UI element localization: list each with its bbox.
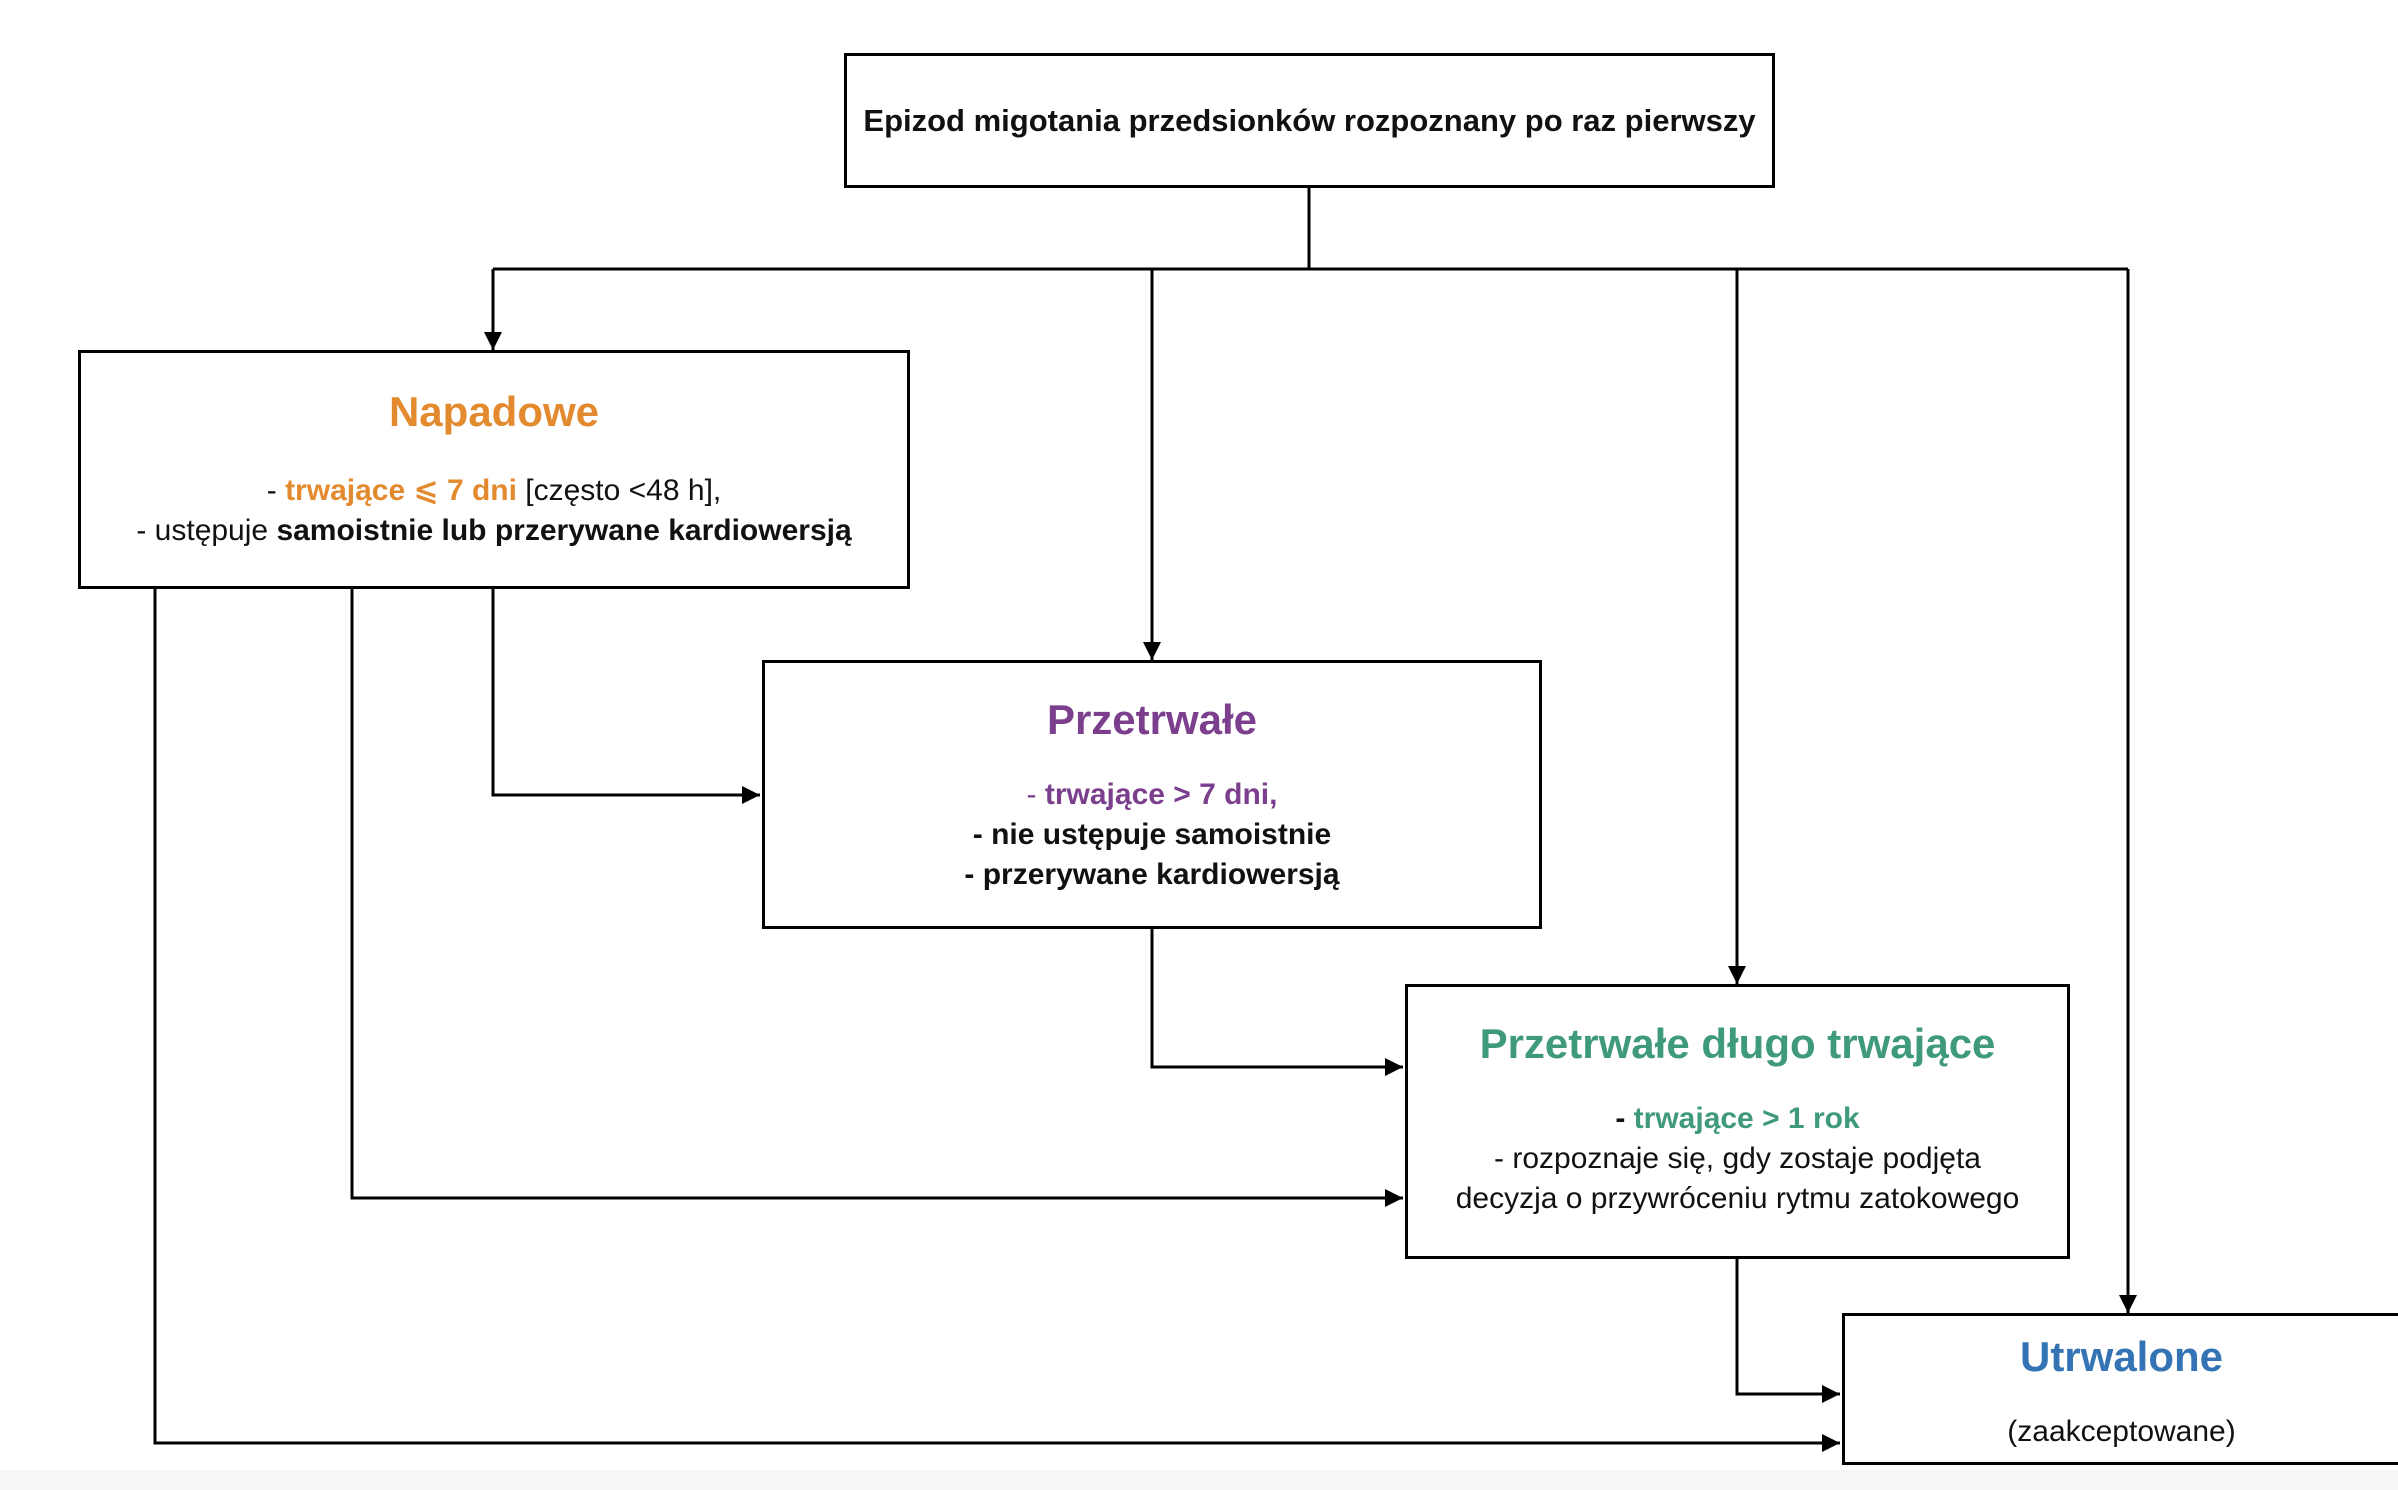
arrow-dlugo-to-utrwalone bbox=[1735, 1258, 1840, 1403]
utrwalone-subtitle: (zaakceptowane) bbox=[2007, 1415, 2236, 1448]
przetrwale-node: Przetrwałe - trwające > 7 dni, - nie ust… bbox=[762, 660, 1542, 929]
dlugo-line-2: - rozpoznaje się, gdy zostaje podjęta bbox=[1494, 1142, 1981, 1175]
arrow-napadowe-to-przetrwale bbox=[491, 588, 760, 804]
napadowe-line-2: - ustępuje samoistnie lub przerywane kar… bbox=[136, 514, 852, 547]
napadowe-line-1: - trwające ⩽ 7 dni [często <48 h], bbox=[266, 474, 722, 507]
przetrwale-line-1: - trwające > 7 dni, bbox=[1026, 778, 1278, 811]
przetrwale-title: Przetrwałe bbox=[1046, 696, 1258, 743]
dlugo-line-1: - trwające > 1 rok bbox=[1615, 1102, 1860, 1135]
arrow-napadowe-to-dlugo bbox=[350, 588, 1403, 1207]
dlugo-title: Przetrwałe długo trwające bbox=[1479, 1020, 1996, 1067]
arrow-napadowe-to-utrwalone bbox=[153, 588, 1840, 1452]
utrwalone-title: Utrwalone bbox=[2019, 1333, 2224, 1380]
bottom-edge bbox=[0, 1470, 2398, 1490]
napadowe-title: Napadowe bbox=[388, 388, 600, 435]
utrwalone-node: Utrwalone (zaakceptowane) bbox=[1842, 1313, 2398, 1465]
przetrwale-line-3: - przerywane kardiowersją bbox=[964, 858, 1340, 891]
root-label: Epizod migotania przedsionków rozpoznany… bbox=[863, 102, 1756, 138]
napadowe-node: Napadowe - trwające ⩽ 7 dni [często <48 … bbox=[78, 350, 910, 589]
dlugo-node: Przetrwałe długo trwające - trwające > 1… bbox=[1405, 984, 2070, 1259]
przetrwale-line-2: - nie ustępuje samoistnie bbox=[972, 818, 1332, 851]
dlugo-line-3: decyzja o przywróceniu rytmu zatokowego bbox=[1455, 1182, 2020, 1215]
arrow-przetrwale-to-dlugo bbox=[1150, 928, 1403, 1076]
root-node: Epizod migotania przedsionków rozpoznany… bbox=[844, 53, 1775, 188]
